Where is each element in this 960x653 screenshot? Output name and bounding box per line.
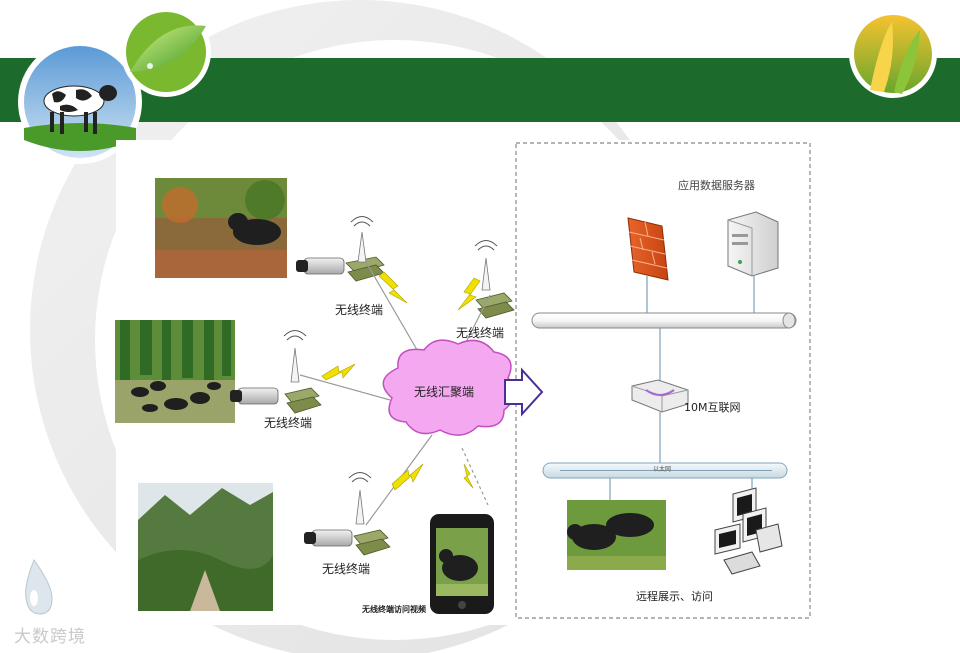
mountain-photo bbox=[138, 483, 273, 611]
router-icon bbox=[631, 379, 689, 413]
aggregator-cloud[interactable] bbox=[382, 339, 516, 436]
label-terminal-4: 无线终端 bbox=[322, 561, 370, 576]
label-terminal-1: 无线终端 bbox=[335, 302, 383, 317]
server-drop-lines bbox=[609, 276, 755, 500]
label-terminal-2: 无线终端 bbox=[456, 325, 504, 340]
label-terminal-3: 无线终端 bbox=[264, 415, 312, 430]
pig-photo-2 bbox=[115, 320, 235, 423]
wireless-device-4 bbox=[304, 472, 391, 556]
workstation-icon bbox=[714, 487, 783, 575]
firewall-icon bbox=[627, 217, 669, 281]
corn-photo bbox=[849, 10, 937, 98]
wireless-device-3 bbox=[230, 330, 322, 414]
label-ethernet: 以太网 bbox=[653, 465, 671, 473]
label-aggregator: 无线汇聚端 bbox=[414, 385, 474, 399]
label-app-server: 应用数据服务器 bbox=[678, 178, 755, 192]
server-icon bbox=[727, 211, 779, 277]
pig-photo-1 bbox=[155, 178, 287, 278]
watermark-text: 大数跨境 bbox=[14, 627, 86, 647]
lightning-bolts bbox=[321, 271, 481, 491]
ethernet-bus bbox=[542, 462, 788, 479]
pig-photo-remote bbox=[567, 500, 666, 570]
phone-device[interactable] bbox=[430, 514, 494, 614]
wireless-device-1 bbox=[296, 216, 385, 282]
leaf-photo bbox=[121, 7, 211, 97]
cow-photo bbox=[18, 40, 142, 164]
label-internet: 10M互联网 bbox=[684, 401, 741, 414]
label-phone-caption: 无线终端访问视频 bbox=[361, 604, 426, 614]
water-drop-icon bbox=[25, 558, 53, 615]
uplink-arrow bbox=[504, 367, 544, 417]
backbone-bus bbox=[531, 312, 797, 329]
label-remote-display: 远程展示、访问 bbox=[636, 590, 713, 603]
